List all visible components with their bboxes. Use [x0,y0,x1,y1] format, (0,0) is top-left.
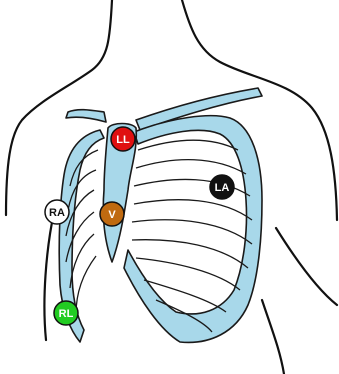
left-ribs [124,116,262,343]
left-arm-line [276,228,337,305]
electrode-ll: LL [111,127,135,151]
rib-cage [59,88,262,342]
right-arm-line [44,212,54,340]
right-clavicle [66,110,106,122]
electrode-ll-label: LL [116,134,130,146]
electrode-v: V [100,202,124,226]
electrode-la-label: LA [215,182,230,194]
electrode-rl-label: RL [59,308,74,320]
electrode-rl: RL [54,301,78,325]
electrode-ra: RA [45,200,69,224]
neck-left-line [6,0,112,215]
electrode-v-label: V [108,209,116,221]
electrode-la: LA [210,175,234,199]
left-side-line [262,300,284,374]
electrode-ra-label: RA [49,207,65,219]
